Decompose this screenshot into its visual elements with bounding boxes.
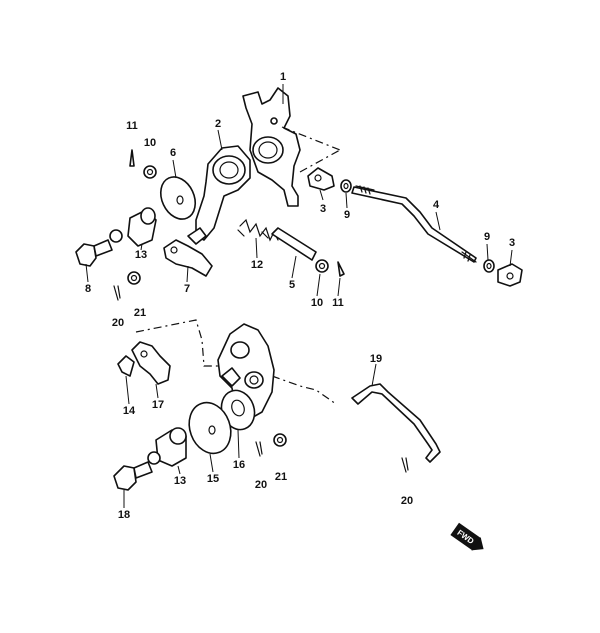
label-20-middle: 20 <box>255 479 267 491</box>
part-11-pin-upper <box>129 149 135 167</box>
part-20-clip-upper <box>113 285 121 301</box>
label-15: 15 <box>207 473 219 485</box>
label-3-right: 3 <box>509 237 515 249</box>
part-13-bushing-upper <box>127 207 157 247</box>
part-10-washer-upper <box>143 165 157 179</box>
label-14: 14 <box>123 405 136 417</box>
label-21-upper: 21 <box>134 307 146 319</box>
part-19-bent-rod <box>351 383 441 463</box>
fwd-direction-badge: FWD <box>450 522 484 551</box>
part-20-clip-right <box>401 457 409 473</box>
label-19: 19 <box>370 353 382 365</box>
part-18-bolt <box>113 451 161 491</box>
label-9-right: 9 <box>484 231 490 243</box>
part-21-washer-upper <box>127 271 141 285</box>
label-5: 5 <box>289 279 295 291</box>
part-5-pin <box>271 227 317 261</box>
part-4-rod <box>351 185 477 263</box>
label-3-upper: 3 <box>320 203 326 215</box>
part-8-bolt <box>75 229 123 267</box>
label-10-upper: 10 <box>144 137 156 149</box>
label-12: 12 <box>251 259 263 271</box>
part-number-labels: 1 2 3 9 4 9 3 11 10 6 13 8 7 21 20 12 5 … <box>85 71 515 521</box>
label-7: 7 <box>184 283 190 295</box>
label-9-upper: 9 <box>344 209 350 221</box>
part-7-rod-end <box>163 239 213 277</box>
label-13-upper: 13 <box>135 249 147 261</box>
label-13-lower: 13 <box>174 475 186 487</box>
part-9-washer-upper <box>340 179 352 193</box>
part-3-clevis-right <box>497 263 523 287</box>
label-21-lower: 21 <box>275 471 287 483</box>
part-11-pin-lower <box>337 261 345 277</box>
label-20-right: 20 <box>401 495 413 507</box>
label-4: 4 <box>433 199 440 211</box>
part-14-clip <box>117 355 135 377</box>
label-2: 2 <box>215 118 221 130</box>
part-16-cam-disc <box>220 389 256 431</box>
label-18: 18 <box>118 509 130 521</box>
part-15-disc <box>188 401 232 455</box>
part-1-lever-bracket <box>242 87 301 207</box>
part-16-bracket-plate <box>217 323 275 421</box>
part-3-clevis-upper <box>307 167 335 191</box>
label-1: 1 <box>280 71 286 83</box>
part-2-arm <box>187 145 251 245</box>
label-11-upper: 11 <box>126 120 138 132</box>
part-9-washer-right <box>483 259 495 273</box>
part-12-spring <box>237 218 279 242</box>
label-8: 8 <box>85 283 91 295</box>
part-6-disc-upper <box>159 176 197 220</box>
label-17: 17 <box>152 399 164 411</box>
part-21-washer-lower <box>273 433 287 447</box>
label-16: 16 <box>233 459 245 471</box>
label-6: 6 <box>170 147 176 159</box>
leader-lines <box>85 84 513 508</box>
label-20-upper: 20 <box>112 317 124 329</box>
part-20-clip-middle <box>255 441 263 457</box>
part-10-washer-lower <box>315 259 329 273</box>
part-13-bushing-lower <box>155 427 187 467</box>
label-10-lower: 10 <box>311 297 323 309</box>
part-17-rod-end <box>131 341 171 385</box>
label-11-lower: 11 <box>332 297 344 309</box>
